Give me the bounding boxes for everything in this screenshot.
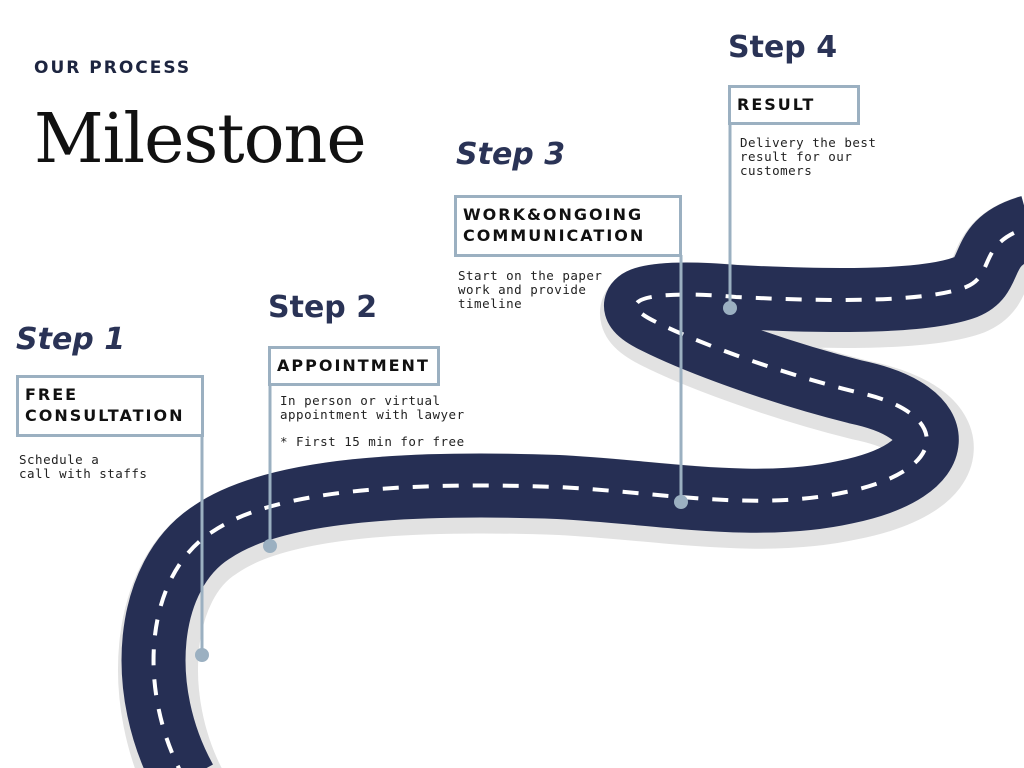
step-4-marker [723, 301, 737, 315]
step-4-description: Delivery the best result for our custome… [740, 135, 877, 178]
road-lane-markings [151, 226, 1024, 768]
step-4-heading: Step 4 [728, 30, 838, 65]
step-3-heading: Step 3 [456, 137, 566, 172]
step-2-heading: Step 2 [268, 290, 378, 325]
step-1-marker [195, 648, 209, 662]
step-2-description: In person or virtual appointment with la… [280, 393, 465, 422]
section-eyebrow: OUR PROCESS [34, 58, 192, 78]
step-1-heading: Step 1 [16, 322, 126, 357]
page-title: Milestone [34, 100, 367, 179]
step-1-label-box: FREE CONSULTATION [16, 375, 204, 437]
step-3-description: Start on the paper work and provide time… [458, 268, 603, 311]
step-3-marker [674, 495, 688, 509]
step-3-label-box: WORK&ONGOING COMMUNICATION [454, 195, 682, 257]
step-2-marker [263, 539, 277, 553]
step-1-description: Schedule a call with staffs [19, 452, 148, 481]
step-2-note: * First 15 min for free [280, 434, 465, 449]
step-2-label-box: APPOINTMENT [268, 346, 440, 386]
step-4-label-box: RESULT [728, 85, 860, 125]
